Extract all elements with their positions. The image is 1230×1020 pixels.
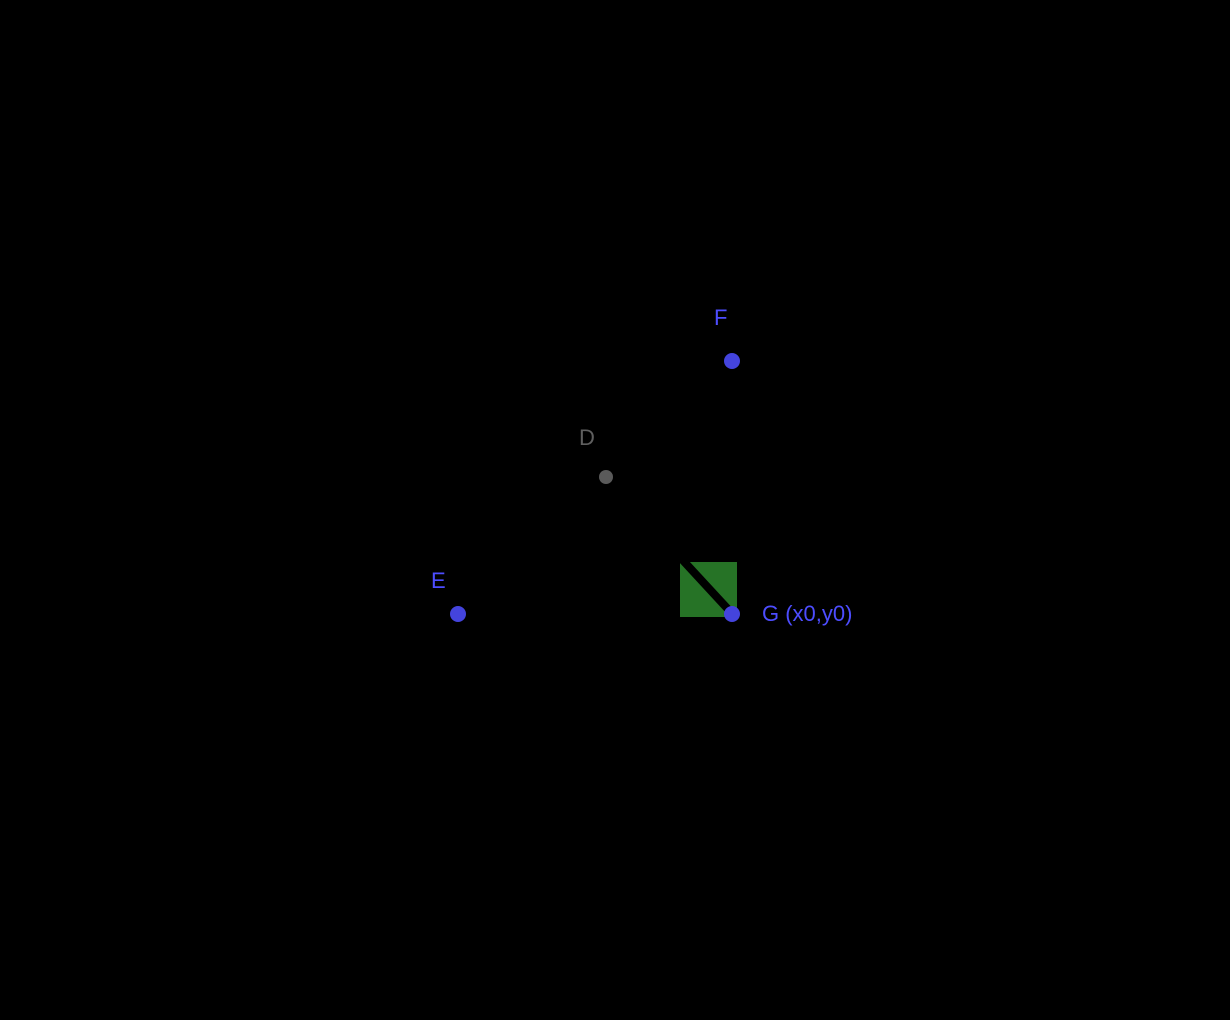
segment-d-g — [603, 474, 741, 623]
point-label-d: D — [579, 425, 595, 450]
point-label-e: E — [431, 568, 446, 593]
point-label-g: G (x0,y0) — [762, 601, 852, 626]
point-g[interactable] — [724, 606, 740, 622]
point-e[interactable] — [450, 606, 466, 622]
point-f[interactable] — [724, 353, 740, 369]
point-label-f: F — [714, 305, 727, 330]
point-d[interactable] — [599, 470, 613, 484]
